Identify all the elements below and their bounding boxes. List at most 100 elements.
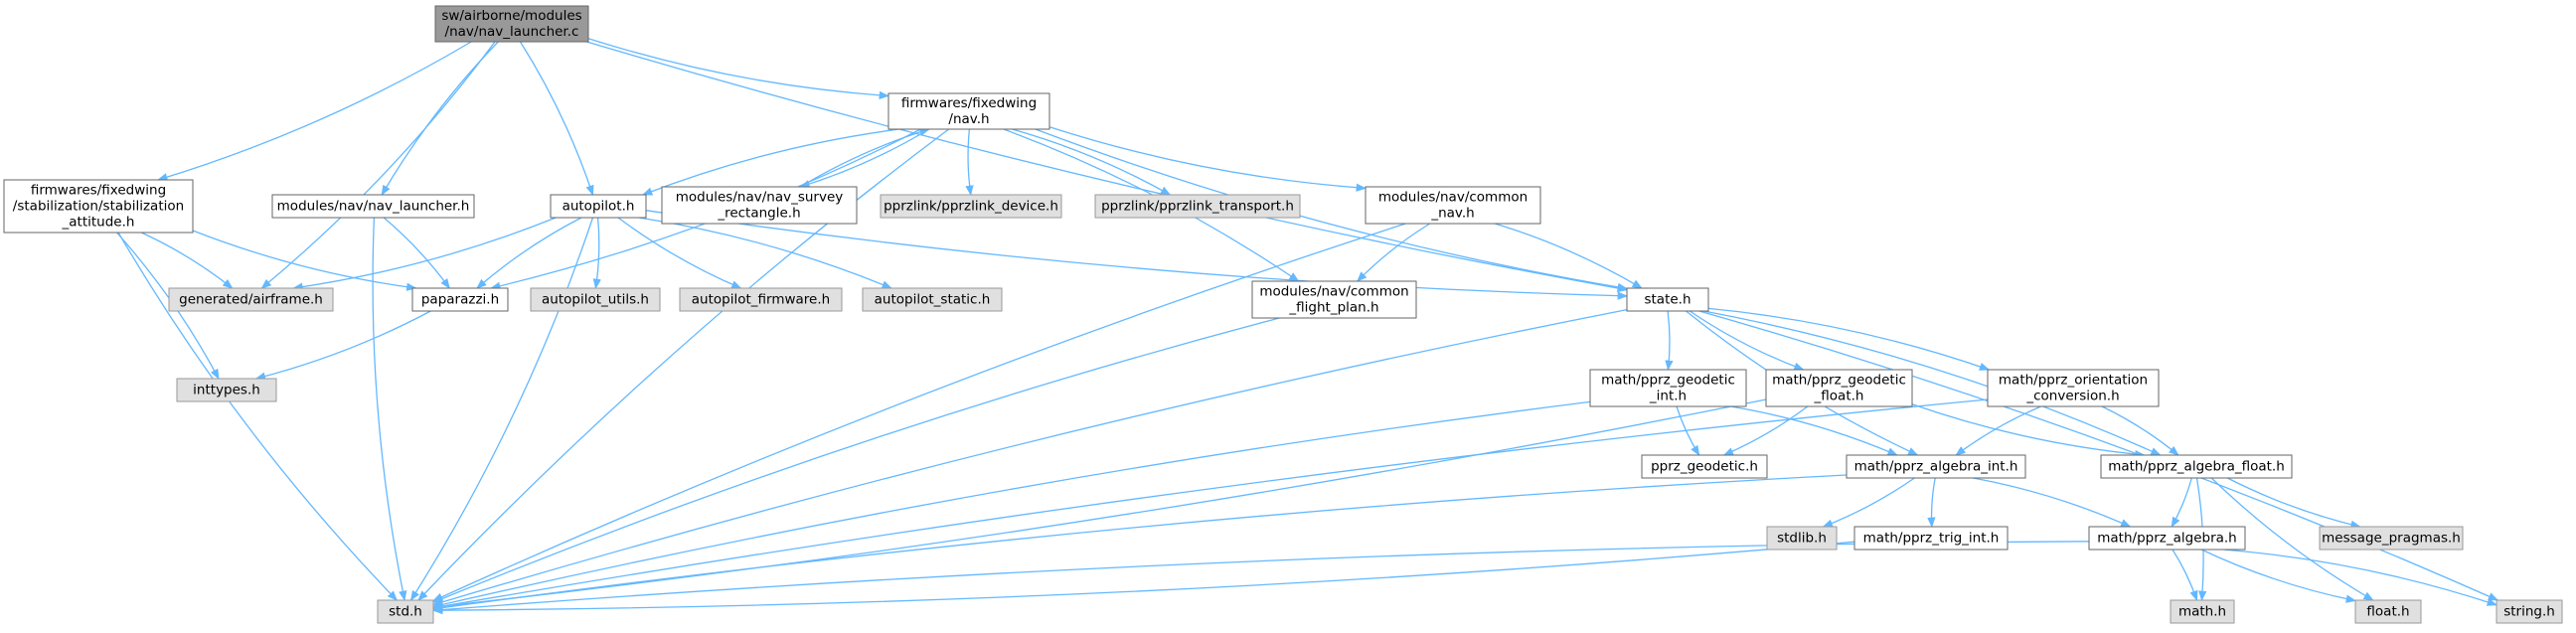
edge-line [1012, 128, 1172, 196]
edge-line [1698, 310, 2499, 601]
edge-algebra-to-string_h [2223, 549, 2497, 606]
edge-line [639, 217, 892, 289]
node-fw_stab[interactable]: firmwares/fixedwing/stabilization/stabil… [3, 179, 194, 234]
edge-common_nav-to-flight_plan [1357, 223, 1431, 282]
node-geo_int[interactable]: math/pprz_geodetic_int.h [1589, 369, 1747, 407]
edge-line [141, 232, 234, 289]
edge-line [1722, 405, 1809, 456]
node-geo_float[interactable]: math/pprz_geodetic_float.h [1765, 369, 1913, 407]
node-algebra[interactable]: math/pprz_algebra.h [2088, 526, 2246, 551]
edge-alg_float-to-float_h [2210, 477, 2374, 601]
node-root[interactable]: sw/airborne/modules/nav/nav_launcher.c [434, 5, 589, 43]
edge-algebra-to-std [431, 541, 2090, 614]
node-label-line: modules/nav/common [1378, 190, 1528, 206]
node-trig[interactable]: math/pprz_trig_int.h [1853, 526, 2009, 551]
node-box [1641, 454, 1768, 479]
node-alg_float[interactable]: math/pprz_algebra_float.h [2100, 454, 2293, 479]
node-box [377, 599, 434, 624]
edge-line [192, 230, 417, 291]
edge-line [432, 308, 1628, 606]
edge-line [1911, 403, 2146, 459]
node-label-line: autopilot_utils.h [542, 292, 649, 308]
node-box [1853, 526, 2009, 551]
edge-line [1035, 128, 1629, 291]
edge-line [1689, 310, 1805, 371]
node-pprz_geo[interactable]: pprz_geodetic.h [1641, 454, 1768, 479]
node-std: std.h [377, 599, 434, 624]
edge-root-to-airframe [260, 41, 496, 289]
node-math: math.h [2170, 599, 2235, 624]
node-autopilot_h[interactable]: autopilot.h [550, 194, 647, 219]
node-survey[interactable]: modules/nav/nav_survey_rectangle.h [661, 186, 858, 225]
edge-state-to-orient [1707, 307, 1991, 371]
node-label-line: pprzlink/pprzlink_device.h [884, 199, 1058, 215]
node-orient[interactable]: math/pprz_orientation_conversion.h [1987, 369, 2160, 407]
edge-autopilot_h-to-airframe [292, 217, 557, 291]
edge-common_nav-to-state [1494, 223, 1643, 289]
edge-fw_stab-to-airframe [141, 232, 234, 289]
edge-line [965, 128, 974, 197]
node-alg_int[interactable]: math/pprz_algebra_int.h [1846, 454, 2026, 479]
edge-algebra-to-float_h [2200, 549, 2357, 603]
edge-orient-to-alg_int [1955, 405, 2041, 456]
node-box [434, 5, 589, 43]
node-label-line: pprz_geodetic.h [1651, 459, 1758, 475]
node-box [2354, 599, 2422, 624]
edge-line [587, 38, 890, 99]
node-flight_plan[interactable]: modules/nav/common_flight_plan.h [1251, 280, 1417, 319]
edge-geo_float-to-alg_float [1911, 403, 2146, 459]
edge-fw_stab-to-std [117, 232, 399, 601]
node-ap_utils: autopilot_utils.h [530, 287, 661, 312]
node-label-line: _nav.h [1430, 206, 1474, 222]
node-label-line: message_pragmas.h [2322, 531, 2461, 547]
node-label-line: _flight_plan.h [1288, 300, 1378, 316]
node-state[interactable]: state.h [1626, 287, 1709, 312]
edge-flight_plan-to-std [432, 317, 1280, 603]
edge-autopilot_h-to-ap_firmware [617, 217, 742, 289]
node-msg_pragmas: message_pragmas.h [2319, 526, 2464, 551]
node-label-line: paparazzi.h [421, 292, 499, 308]
node-label-line: math.h [2178, 604, 2226, 620]
edge-alg_int-to-std [431, 474, 1848, 612]
node-string_h: string.h [2496, 599, 2563, 624]
edge-state-to-alg_float [1703, 310, 2162, 456]
edge-line [799, 128, 930, 189]
edge-line [2223, 549, 2497, 606]
node-float_h: float.h [2354, 599, 2422, 624]
edge-line [1703, 310, 2162, 456]
edge-line [431, 474, 1848, 612]
node-box [679, 287, 843, 312]
edge-state-to-std [432, 308, 1628, 606]
edge-line [1707, 307, 1991, 371]
node-label-line: std.h [389, 604, 422, 620]
node-paparazzi[interactable]: paparazzi.h [411, 287, 509, 312]
node-box [1766, 526, 1838, 551]
edge-line [799, 127, 930, 188]
node-box [550, 194, 647, 219]
edge-line [431, 400, 1591, 609]
edge-algebra-to-math [2172, 549, 2198, 601]
edge-alg_float-to-msg_pragmas [2227, 477, 2361, 529]
edge-root-to-nav_launcher_h [381, 41, 499, 196]
node-box [880, 194, 1062, 219]
node-label-line: math/pprz_geodetic [1601, 373, 1735, 389]
node-box [1846, 454, 2026, 479]
node-ap_static: autopilot_static.h [862, 287, 1003, 312]
node-label-line: stdlib.h [1777, 531, 1827, 547]
node-box [411, 287, 509, 312]
node-nav_launcher_h[interactable]: modules/nav/nav_launcher.h [271, 194, 475, 219]
node-label-line: _attitude.h [62, 215, 135, 231]
node-label-line: autopilot.h [563, 199, 635, 215]
node-label-line: modules/nav/common [1259, 284, 1408, 300]
node-box [1987, 369, 2160, 407]
node-fw_nav[interactable]: firmwares/fixedwing/nav.h [887, 92, 1050, 130]
edge-line [592, 217, 601, 290]
node-box [530, 287, 661, 312]
edge-geo_float-to-pprz_geo [1722, 405, 1809, 456]
edge-fw_nav-to-state [1035, 128, 1629, 291]
node-label-line: float.h [2366, 604, 2409, 620]
edge-fw_nav-to-std [417, 128, 950, 601]
edge-line [1927, 477, 1936, 529]
node-common_nav[interactable]: modules/nav/common_nav.h [1365, 186, 1541, 225]
edge-line [476, 217, 582, 289]
